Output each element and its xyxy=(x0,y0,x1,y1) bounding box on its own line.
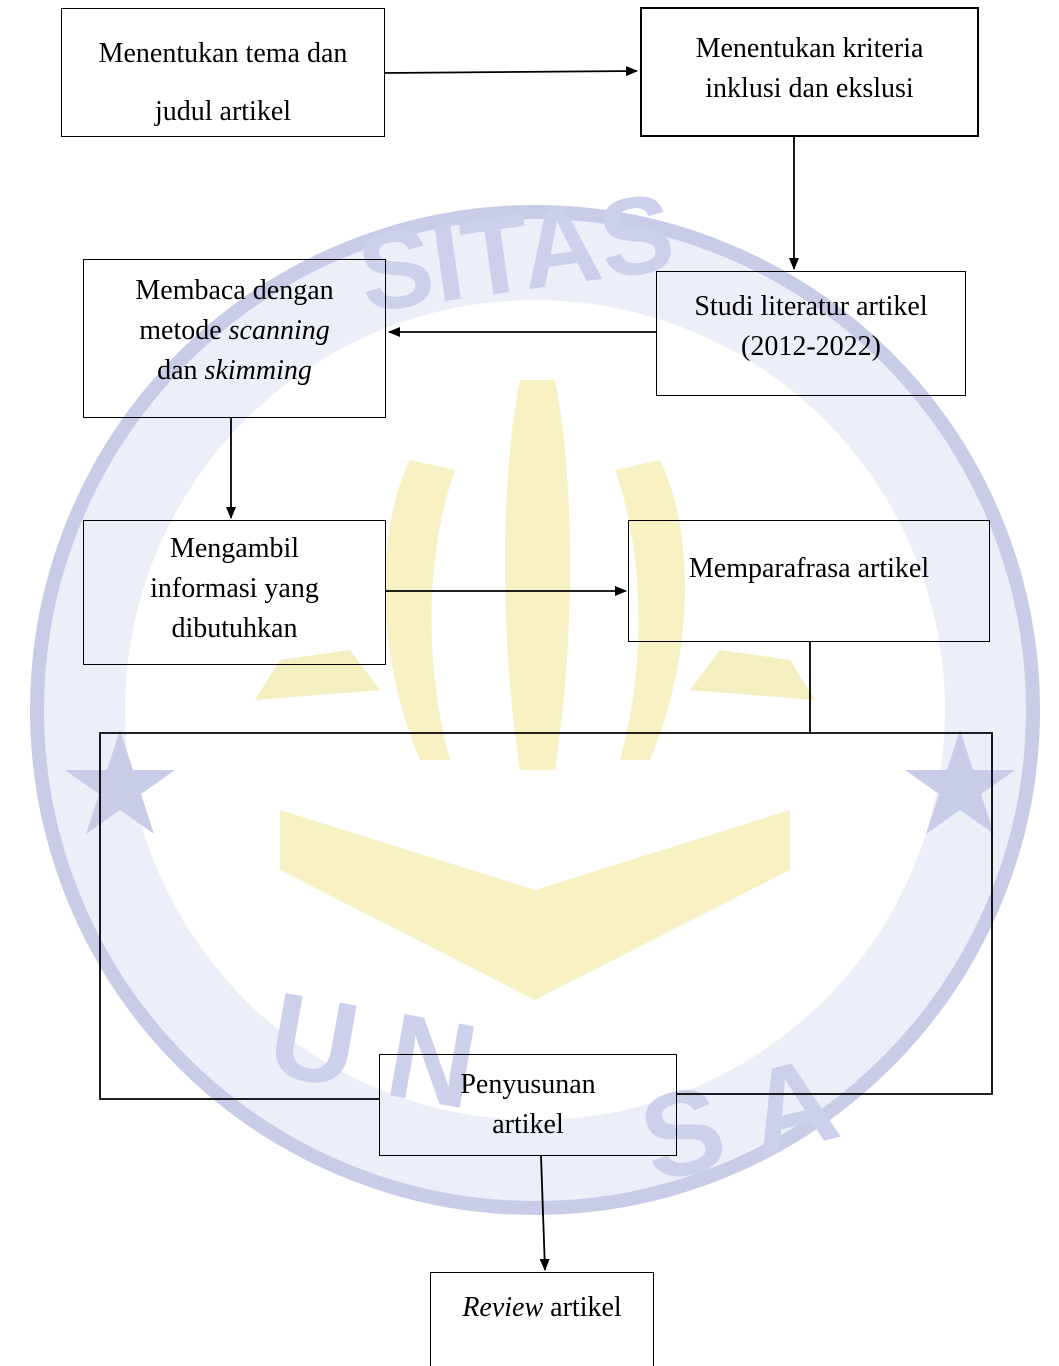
step-text-italic: skimming xyxy=(204,355,312,386)
step-box-studi-literatur: Studi literatur artikel (2012-2022) xyxy=(656,271,966,396)
step-text-line: dan skimming xyxy=(84,351,385,391)
step-text: Penyusunan xyxy=(460,1069,596,1100)
step-text: Memparafrasa artikel xyxy=(688,553,930,584)
step-text: Menentukan tema dan xyxy=(98,38,348,69)
step-text: Mengambil xyxy=(169,533,300,564)
step-text: Menentukan kriteria xyxy=(695,33,924,64)
step-text-line: Review artikel xyxy=(431,1288,653,1328)
arrow-susun-to-review xyxy=(539,1155,550,1271)
step-box-membaca: Membaca dengan metode scanning dan skimm… xyxy=(83,259,386,418)
step-text: judul artikel xyxy=(154,96,292,127)
step-box-penyusunan: Penyusunan artikel xyxy=(379,1054,677,1156)
step-text: (2012-2022) xyxy=(741,331,881,362)
step-text-italic: scanning xyxy=(228,315,330,346)
connector-frame-left xyxy=(99,732,993,1100)
step-box-mengambil-informasi: Mengambil informasi yang dibutuhkan xyxy=(83,520,386,665)
step-text: dan xyxy=(157,355,205,386)
step-box-review: Review artikel xyxy=(430,1272,654,1366)
arrow-tema-to-kriteria xyxy=(384,66,638,77)
step-text: informasi yang xyxy=(150,573,319,604)
step-text: artikel xyxy=(543,1292,622,1323)
step-text: artikel xyxy=(492,1109,564,1140)
step-box-memparafrasa: Memparafrasa artikel xyxy=(628,520,990,642)
step-box-kriteria: Menentukan kriteria inklusi dan ekslusi xyxy=(640,7,979,137)
step-text-line: metode scanning xyxy=(84,311,385,351)
step-text: dibutuhkan xyxy=(171,613,298,644)
step-text: metode xyxy=(139,315,229,346)
step-text: Studi literatur artikel xyxy=(694,291,928,322)
step-text-italic: Review xyxy=(462,1292,544,1323)
step-text: inklusi dan ekslusi xyxy=(705,73,914,104)
step-text: Membaca dengan xyxy=(135,275,334,306)
step-box-tema: Menentukan tema dan judul artikel xyxy=(61,8,385,137)
